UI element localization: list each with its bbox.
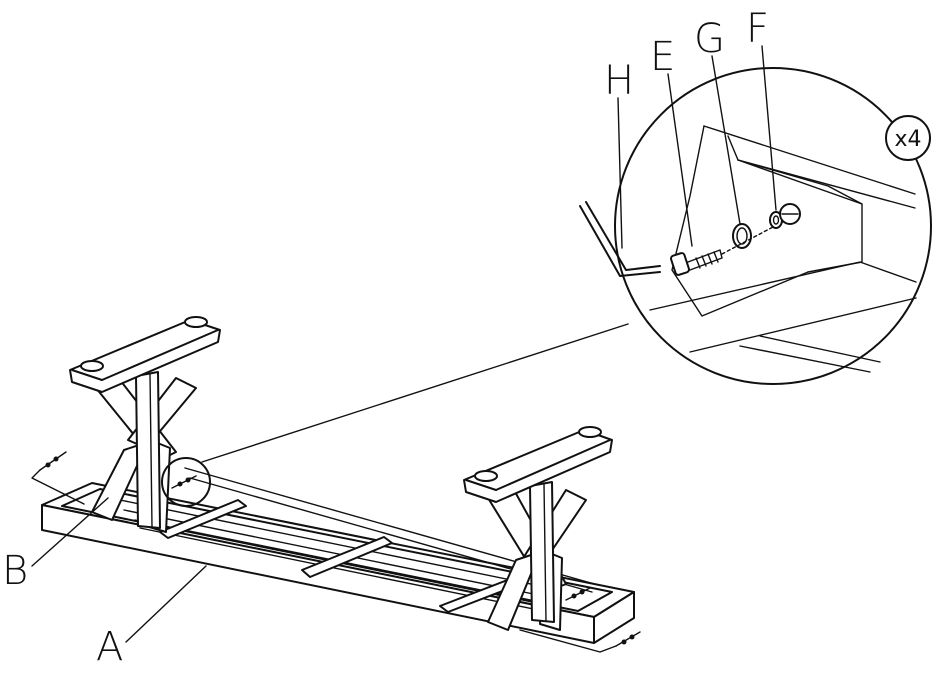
detail-zoom: x4 [579, 67, 932, 385]
screw-symbol-circle [171, 475, 197, 489]
screw-symbols [31, 451, 641, 653]
leader-h [617, 97, 623, 249]
label-e: E [650, 34, 675, 80]
screw-dot-1 [45, 462, 51, 468]
left-leg-beam-edge [71, 369, 103, 381]
zoom-edge-6 [739, 345, 871, 373]
screw-dot-2 [53, 456, 59, 462]
screw-dot-3 [177, 481, 183, 487]
rail-1 [119, 499, 561, 591]
screw-dot-4 [185, 477, 191, 483]
zoom-edge-1 [703, 125, 916, 195]
screw-symbol-bottom [615, 631, 641, 647]
spring-washer-hole [736, 227, 748, 245]
right-leg-pad-front [474, 470, 498, 482]
multiplier-badge [885, 115, 931, 161]
bolt-thread-1 [695, 257, 701, 269]
left-leg-pad-front [80, 360, 104, 372]
screw-dot-8 [629, 634, 635, 640]
left-leg-post [135, 371, 161, 529]
label-g: G [694, 16, 725, 62]
flat-washer-hole [772, 215, 780, 225]
screw-leader-bottom [519, 629, 617, 653]
bolt-head [670, 252, 690, 276]
screw-dot-7 [621, 639, 627, 645]
table-top-frame [41, 467, 635, 644]
leader-f [761, 45, 777, 211]
screw-leader-left [31, 469, 85, 505]
bolt-shaft [687, 249, 723, 271]
right-leg-post-edge [543, 483, 547, 622]
multiplier-text: x4 [894, 127, 921, 152]
frame-side-face [593, 591, 635, 644]
leader-b [31, 497, 109, 567]
leader-a [125, 565, 207, 643]
frame-inner-rim [61, 488, 613, 612]
spring-washer [732, 223, 752, 249]
zoom-edge-5 [689, 297, 917, 353]
right-leg [463, 426, 613, 631]
cross-slat-1 [159, 499, 247, 539]
right-leg-beam-edge2 [495, 439, 611, 491]
zoom-edge-3 [737, 159, 863, 205]
zoom-bracket-plate [671, 125, 809, 317]
bolt-e [670, 249, 723, 276]
right-leg-beam-edge [465, 479, 497, 491]
allen-key [579, 205, 661, 277]
right-leg-pad-back [578, 426, 602, 438]
left-leg [69, 316, 221, 533]
left-leg-pad-back [184, 316, 208, 328]
part-labels: H E G F B A [2, 6, 777, 670]
bolt-thread-2 [701, 255, 707, 267]
label-h: H [604, 58, 634, 104]
right-leg-post [529, 481, 555, 623]
label-f: F [746, 6, 769, 52]
detail-connector-line [201, 323, 629, 463]
left-leg-beam-edge2 [101, 329, 219, 381]
leader-g [711, 55, 741, 225]
zoom-edge-4 [649, 261, 917, 311]
leader-e [667, 73, 693, 247]
screw-symbol-right [565, 587, 591, 601]
zoom-edge-7 [759, 335, 881, 363]
detail-source-circle [161, 457, 211, 507]
screw-dot-6 [579, 589, 585, 595]
left-leg-post-edge [149, 373, 153, 528]
assembly-axis [721, 217, 791, 255]
cross-slat-2 [301, 536, 393, 578]
screw-symbol-left [39, 451, 67, 471]
label-a: A [96, 624, 123, 670]
bolt-thread-4 [713, 251, 719, 263]
label-b: B [2, 548, 28, 594]
allen-key-outline [585, 201, 661, 271]
bolt-thread-3 [707, 253, 713, 265]
screw-dot-5 [571, 593, 577, 599]
